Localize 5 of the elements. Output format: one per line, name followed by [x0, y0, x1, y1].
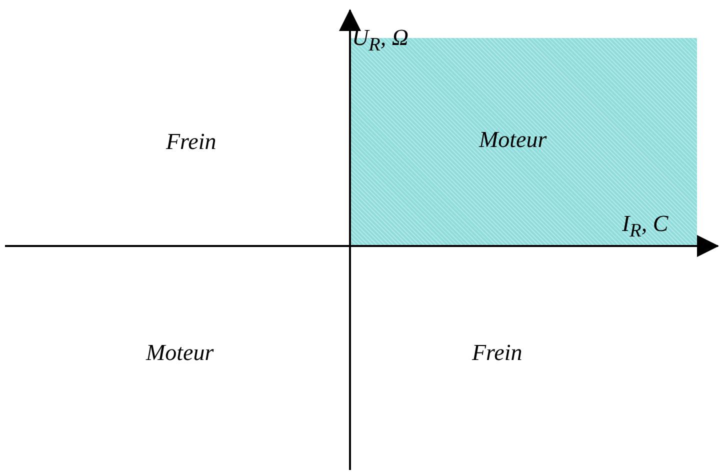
quadrant-label: Frein: [472, 341, 522, 364]
axis-label: I$_{R}$, C: [622, 212, 668, 241]
quadrant-label: Moteur: [146, 341, 214, 364]
quadrant-label: Moteur: [479, 128, 547, 151]
quadrant-label: Frein: [166, 130, 216, 153]
